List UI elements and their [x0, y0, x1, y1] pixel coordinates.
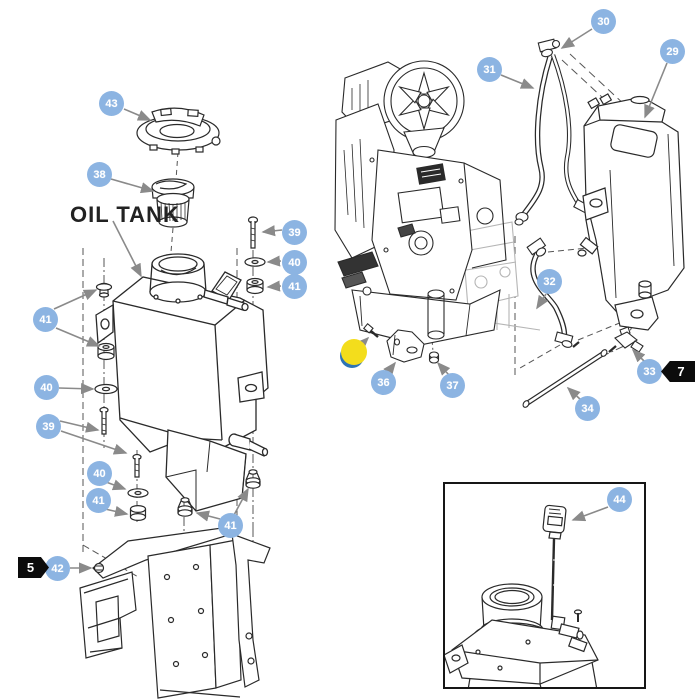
hose-32-drawing: [526, 237, 580, 348]
callout-31-badge[interactable]: 31: [477, 57, 502, 82]
inset-drawing: [445, 504, 599, 687]
callout-30-badge[interactable]: 30: [591, 9, 616, 34]
callout-37-badge[interactable]: 37: [440, 373, 465, 398]
section-tag-5[interactable]: 5: [18, 557, 49, 578]
callout-43-badge[interactable]: 43: [99, 91, 124, 116]
oil-tank-label: OIL TANK: [70, 202, 180, 227]
lower-fasteners: [127, 453, 261, 521]
callout-40-badge[interactable]: 40: [87, 461, 112, 486]
callout-39-badge[interactable]: 39: [282, 220, 307, 245]
callout-arrows: [53, 28, 668, 574]
callout-34-badge[interactable]: 34: [575, 396, 600, 421]
engine-drawing: [334, 60, 541, 346]
callout-40-badge[interactable]: 40: [282, 250, 307, 275]
hose-31-drawing: [514, 38, 594, 226]
callout-41-badge[interactable]: 41: [218, 513, 243, 538]
callout-41-badge[interactable]: 41: [282, 274, 307, 299]
oil-cap-drawing: [136, 107, 221, 155]
callout-29-badge[interactable]: 29: [660, 39, 685, 64]
callout-41-badge[interactable]: 41: [33, 307, 58, 332]
tank-29-drawing: [577, 93, 685, 331]
callout-44-badge[interactable]: 44: [607, 487, 632, 512]
fastener-column-right: [244, 216, 266, 295]
inset-panel: [443, 482, 646, 689]
fastener-column-left: [94, 282, 118, 435]
oil-filter-drawing: [151, 178, 195, 228]
callout-38-badge[interactable]: 38: [87, 162, 112, 187]
fitting-33-tube-34: [522, 326, 644, 408]
callout-33-badge[interactable]: 33: [637, 359, 662, 384]
callout-36-badge[interactable]: 36: [371, 370, 396, 395]
section-tag-7[interactable]: 7: [661, 361, 695, 382]
callout-39-badge[interactable]: 39: [36, 414, 61, 439]
callout-32-badge[interactable]: 32: [537, 269, 562, 294]
frame-drawing: [79, 527, 271, 699]
highlight-marker[interactable]: [341, 339, 367, 365]
bracket-36-drawing: [362, 322, 440, 364]
callout-40-badge[interactable]: 40: [34, 375, 59, 400]
oil-tank-drawing: [95, 253, 269, 512]
callout-41-badge[interactable]: 41: [86, 488, 111, 513]
callout-42-badge[interactable]: 42: [45, 556, 70, 581]
